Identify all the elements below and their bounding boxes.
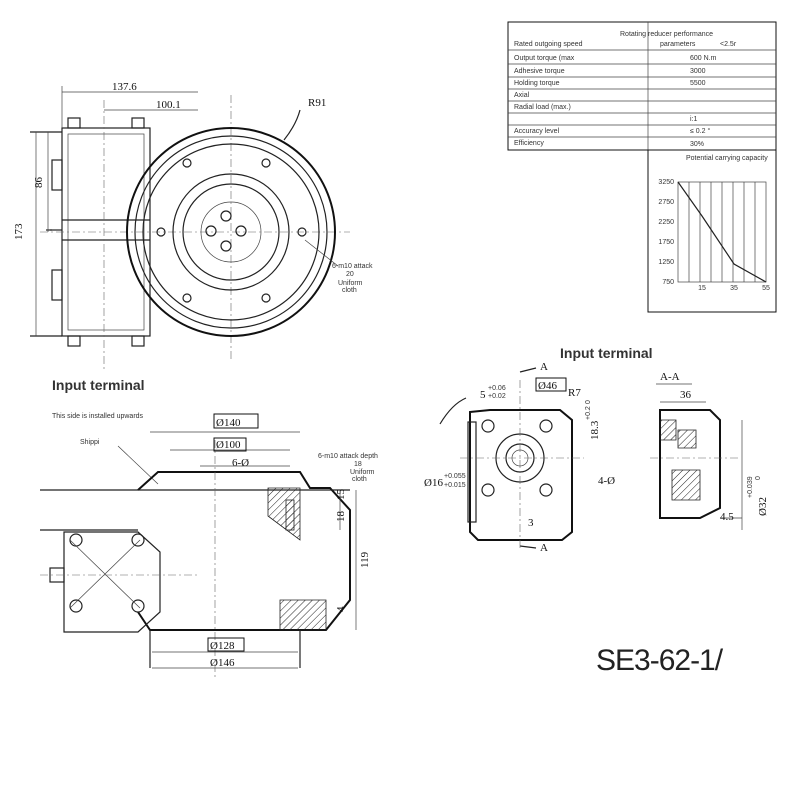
row-1-value: 3000 <box>690 68 706 75</box>
chart-ytick-label: 2250 <box>658 219 674 226</box>
label-accuracy: Accuracy level <box>514 128 560 135</box>
dim-86: 86 <box>33 177 45 189</box>
tol-32-lower: 0 <box>755 476 762 480</box>
note-uniform-front: Uniform <box>350 469 375 476</box>
dim-137-6: 137.6 <box>112 81 137 93</box>
row-6-value: ≤ 0.2 ° <box>690 127 710 135</box>
row-4-label: Radial load (max.) <box>514 104 571 111</box>
dim-36: 36 <box>680 389 692 401</box>
note-cloth-front: cloth <box>352 476 367 483</box>
table-subtitle: parameters <box>660 41 696 48</box>
tol-16-upper: +0.055 <box>444 473 466 480</box>
chart-xtick-label: 55 <box>762 285 770 292</box>
dim-phi-100: Ø100 <box>216 439 241 451</box>
row-0-label: Output torque (max <box>514 55 575 62</box>
note-attack-depth-val: 18 <box>354 461 362 468</box>
dim-5: 5 <box>480 389 486 401</box>
tol-18-upper: +0.2 <box>585 406 592 420</box>
dim-119: 119 <box>359 551 371 568</box>
section-aa-title: A-A <box>660 371 680 383</box>
row-7-value: 30% <box>690 141 704 148</box>
dim-100-1: 100.1 <box>156 99 181 111</box>
dim-phi-46: Ø46 <box>538 380 557 392</box>
front-view: Input terminal This side is installed up… <box>40 377 378 680</box>
input-view: Input terminal A A 5 +0.06 +0.02 Ø46 R7 … <box>424 345 653 554</box>
dim-r91: R91 <box>308 97 326 109</box>
chart-ytick-label: 3250 <box>658 179 674 186</box>
input-terminal-left: Input terminal <box>52 377 145 393</box>
row-2-value: 5500 <box>690 80 706 87</box>
tol-5-upper: +0.06 <box>488 385 506 392</box>
tol-16-lower: +0.015 <box>444 482 466 489</box>
top-view: 137.6 100.1 R91 86 173 6-m10 attack 20 U… <box>13 81 373 370</box>
chart-ytick-label: 1250 <box>658 259 674 266</box>
capacity-chart: Potential carrying capacity 3250 2750 2250… <box>647 149 777 313</box>
chart-ytick-label: 1750 <box>658 239 674 246</box>
chart-xtick-label: 15 <box>698 285 706 292</box>
row-0-value: 600 N.m <box>690 55 717 62</box>
dim-phi-32: Ø32 <box>757 497 769 516</box>
dim-18-3: 18.3 <box>589 420 601 440</box>
chart-series-line <box>677 181 767 283</box>
section-mark-bottom: A <box>540 542 548 554</box>
tol-5-lower: +0.02 <box>488 393 506 400</box>
note-attack: 6-m10 attack <box>332 263 373 270</box>
dim-phi-140: Ø140 <box>216 417 241 429</box>
row-2-label: Holding torque <box>514 80 560 87</box>
shipping-note: Shippi <box>80 439 100 446</box>
tol-18-lower: 0 <box>585 400 592 404</box>
input-terminal-right: Input terminal <box>560 345 653 361</box>
dim-phi-16: Ø16 <box>424 477 443 489</box>
note-cloth: cloth <box>342 287 357 294</box>
section-mark-top: A <box>540 361 548 373</box>
dim-18: 18 <box>335 511 347 523</box>
label-efficiency: Efficiency <box>514 140 544 147</box>
dim-6-phi: 6-Ø <box>232 457 249 469</box>
spec-table: Rotating reducer performance parameters … <box>507 21 777 151</box>
dim-phi-146: Ø146 <box>210 657 235 669</box>
chart-title: Potential carrying capacity <box>686 155 768 162</box>
chart-xtick-label: 35 <box>730 285 738 292</box>
note-uniform: Uniform <box>338 280 363 287</box>
dim-3: 3 <box>528 517 534 529</box>
section-aa-view: A-A 36 4.5 Ø32 +0.039 0 <box>650 371 769 530</box>
dim-4: 4 <box>335 606 347 612</box>
rated-speed-value: <2.5r <box>720 41 737 48</box>
rated-speed-label: Rated outgoing speed <box>514 41 583 48</box>
chart-ytick-label: 2750 <box>658 199 674 206</box>
note-attack-depth: 6-m10 attack depth <box>318 453 378 460</box>
dim-173: 173 <box>13 223 25 240</box>
row-1-label: Adhesive torque <box>514 68 565 75</box>
dim-15: 15 <box>335 489 347 501</box>
dim-4-phi: 4-Ø <box>598 475 615 487</box>
table-title: Rotating reducer performance <box>620 31 713 38</box>
dim-phi-128: Ø128 <box>210 640 235 652</box>
note-depth: 20 <box>346 271 354 278</box>
model-number: SE3-62-1/ <box>596 644 724 677</box>
dim-r7: R7 <box>568 387 581 399</box>
dim-4-5: 4.5 <box>720 511 734 523</box>
chart-ytick-label: 750 <box>662 279 674 286</box>
tol-32-upper: +0.039 <box>747 476 754 498</box>
row-5-value: i:1 <box>690 116 698 123</box>
row-3-label: Axial <box>514 92 530 99</box>
installed-upward-note: This side is installed upwards <box>52 413 144 420</box>
